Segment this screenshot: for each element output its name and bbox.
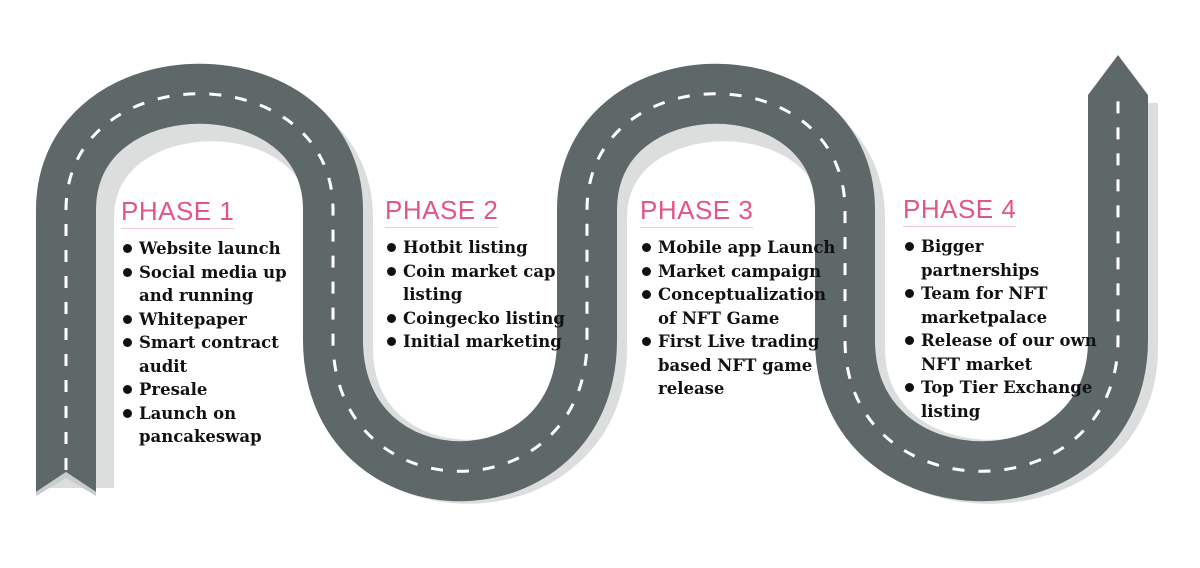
list-item-text: Mobile app Launch [658,238,836,257]
list-item-text: Market campaign [658,261,822,281]
list-item-text: Social media up and running [139,262,287,306]
bullet-icon [123,244,132,253]
phase-3-title: PHASE 3 [640,195,754,228]
bullet-icon [905,383,914,392]
phase-4-list: Bigger partnerships Team for NFT marketp… [903,235,1103,423]
list-item: Top Tier Exchange listing [903,376,1103,423]
list-item-text: Coingecko listing [403,308,565,328]
phase-1-list: Website launch Social media up and runni… [121,237,296,449]
list-item: Website launch [121,237,296,261]
phase-4: PHASE 4 Bigger partnerships Team for NFT… [903,194,1103,423]
road-end-arrow [1088,55,1148,95]
list-item: Hotbit listing [385,236,575,260]
list-item-text: Conceptualization of NFT Game [658,285,827,328]
list-item: Conceptualization of NFT Game [640,283,840,330]
phase-2-title: PHASE 2 [385,195,499,228]
phase-2: PHASE 2 Hotbit listing Coin market cap l… [385,195,575,354]
list-item-text: Whitepaper [139,309,247,329]
phase-4-title: PHASE 4 [903,194,1017,227]
bullet-icon [905,242,914,251]
bullet-icon [642,243,651,252]
list-item-text: Initial marketing [403,332,562,351]
bullet-icon [123,338,132,347]
bullet-icon [905,289,914,298]
list-item: Coingecko listing [385,307,575,331]
list-item: Market campaign [640,260,840,284]
list-item-text: Top Tier Exchange listing [921,378,1093,421]
bullet-icon [387,266,396,276]
bullet-icon [123,314,132,324]
list-item: Social media up and running [121,261,296,308]
list-item: Smart contract audit [121,331,296,378]
list-item-text: Website launch [139,239,281,258]
list-item: Whitepaper [121,308,296,332]
bullet-icon [642,337,651,346]
list-item-text: Launch on pancakeswap [139,403,262,447]
bullet-icon [123,408,132,418]
phase-3-list: Mobile app Launch Market campaign Concep… [640,236,840,401]
list-item-text: Release of our own NFT market [921,331,1097,374]
bullet-icon [387,337,396,346]
list-item-text: Hotbit listing [403,238,528,257]
phase-3: PHASE 3 Mobile app Launch Market campaig… [640,195,840,401]
road-start-notch [36,470,96,492]
list-item: Bigger partnerships [903,235,1103,282]
bullet-icon [387,313,396,323]
list-item: Release of our own NFT market [903,329,1103,376]
list-item-text: First Live trading based NFT game releas… [658,332,820,398]
list-item: Launch on pancakeswap [121,402,296,449]
phase-1: PHASE 1 Website launch Social media up a… [121,196,296,449]
bullet-icon [123,267,132,277]
lane-markings [64,92,1120,473]
list-item: Initial marketing [385,330,575,354]
road-start-notch-shadow [36,472,96,496]
bullet-icon [905,336,914,345]
list-item-text: Coin market cap listing [403,261,556,305]
list-item-text: Presale [139,380,208,399]
bullet-icon [642,266,651,276]
list-item: Team for NFT marketpalace [903,282,1103,329]
list-item-text: Bigger partnerships [921,237,1040,280]
list-item: Presale [121,378,296,402]
list-item: First Live trading based NFT game releas… [640,330,840,401]
list-item: Mobile app Launch [640,236,840,260]
bullet-icon [387,243,396,252]
bullet-icon [642,290,651,299]
list-item-text: Team for NFT marketpalace [921,284,1048,327]
list-item-text: Smart contract audit [139,333,279,376]
list-item: Coin market cap listing [385,260,575,307]
phase-1-title: PHASE 1 [121,196,235,229]
phase-2-list: Hotbit listing Coin market cap listing C… [385,236,575,354]
bullet-icon [123,385,132,394]
